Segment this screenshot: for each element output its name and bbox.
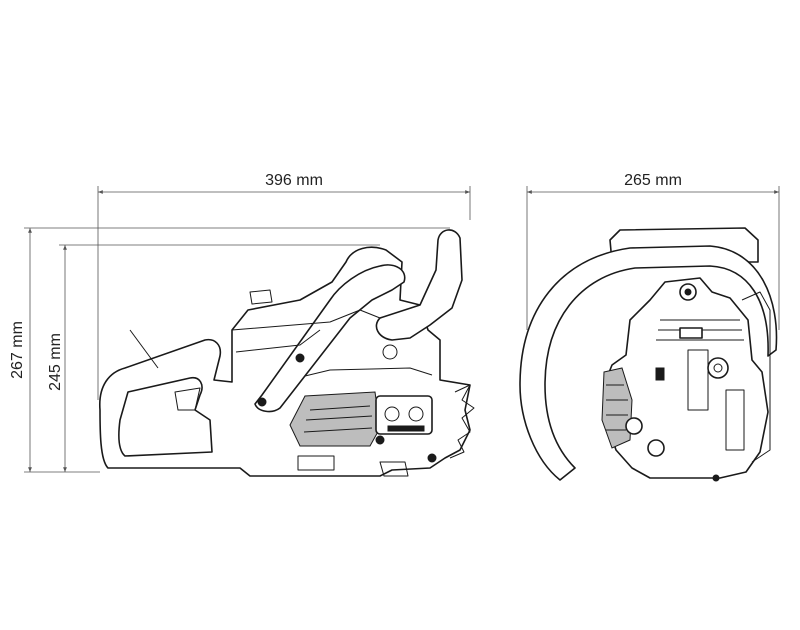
front-width-label: 265 mm xyxy=(624,172,682,189)
chainsaw-front-view xyxy=(519,227,778,482)
body-height-label: 245 mm xyxy=(47,333,64,391)
chainsaw-side-view xyxy=(99,229,475,477)
body-height-dimension: 245 mm xyxy=(47,244,380,472)
side-length-label: 396 mm xyxy=(265,172,323,189)
overall-height-label: 267 mm xyxy=(9,321,26,379)
side-length-dimension: 396 mm xyxy=(97,172,471,400)
front-width-dimension: 265 mm xyxy=(526,172,780,330)
overall-height-dimension: 267 mm xyxy=(9,227,450,473)
